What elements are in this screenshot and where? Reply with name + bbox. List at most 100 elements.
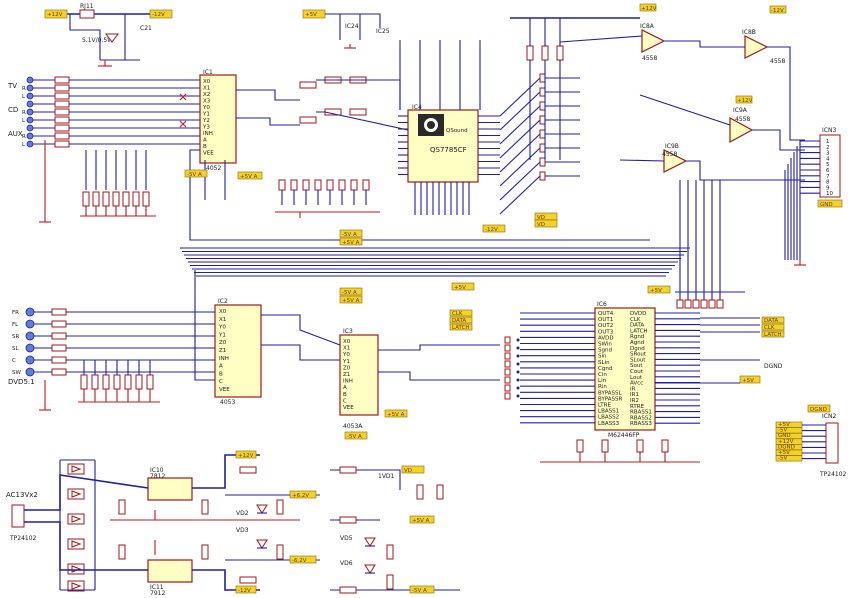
mid-tag: +5V A — [342, 298, 360, 304]
ic1-ref: IC1 — [203, 69, 213, 76]
dvd-jack-label: SW — [12, 370, 21, 376]
resistor — [676, 299, 684, 309]
top-power-rail: +12V -12V RJ11 C21 5.1V/0.5W — [44, 3, 173, 67]
ps-tag-7: VD — [404, 468, 412, 474]
resistor — [54, 124, 70, 132]
dvd-input-jack — [25, 331, 35, 341]
dvd-jack-label: SR — [12, 334, 19, 340]
reg-7812 — [147, 477, 193, 501]
ic2-pin: X0 — [219, 309, 227, 315]
mid-tag: -12V — [485, 227, 498, 233]
opamp-9a — [729, 116, 754, 144]
capacitor — [416, 484, 424, 500]
ic1-pin: X1 — [203, 86, 210, 92]
dvd-jack-label: SL — [12, 346, 19, 352]
ic6-left-pin: Cin — [598, 372, 607, 378]
resistor — [102, 374, 110, 390]
ic6-right-pin: Lout — [630, 375, 643, 381]
top-center-rail: +5V IC24 IC25 — [302, 9, 481, 110]
resistor — [716, 299, 724, 309]
op9b-part: 4558 — [662, 151, 677, 158]
ic6-right-pin: RBASS1 — [630, 410, 652, 416]
opamp-8b — [744, 35, 769, 59]
op9a-part: 4558 — [735, 116, 750, 123]
ps-tag-5: +5V A — [412, 518, 430, 524]
dvd-label: DVD5.1 — [8, 378, 35, 386]
icn2-tag: -5V — [778, 428, 787, 434]
resistor — [239, 576, 257, 584]
dvd-jack-label: FL — [12, 322, 19, 328]
ic2-pin: Y1 — [218, 332, 226, 338]
resistor — [54, 108, 70, 116]
capacitor — [362, 179, 370, 191]
capacitor — [314, 179, 322, 191]
icn2-label: ICN2 — [822, 413, 836, 420]
ic3-tag: +5V A — [387, 412, 405, 418]
rail-tag-top-mid — [149, 9, 173, 19]
qs-part: QS7785CF — [430, 146, 467, 154]
icn3-label: ICN3 — [822, 127, 836, 134]
icn2-top-tag: DGND — [810, 407, 827, 413]
resistor — [700, 299, 708, 309]
capacitor — [302, 179, 310, 191]
mid-tag: VD — [537, 215, 545, 221]
capacitor — [504, 392, 511, 400]
capacitor — [539, 73, 546, 83]
resistor — [146, 374, 154, 390]
op9a-ref: IC9A — [733, 107, 748, 114]
zener-diode — [364, 564, 376, 574]
zener-diode — [256, 504, 268, 514]
op8a-ref: IC8A — [640, 23, 655, 30]
jack-lr-label: L — [22, 118, 26, 124]
ic6-part: M62446FP — [608, 432, 640, 439]
ic6-right-pin: Dgnd — [630, 346, 645, 352]
ic24-label: IC24 — [345, 23, 359, 30]
ic6-left-pin: Sin — [598, 354, 607, 360]
icn3-tag: GND — [820, 202, 833, 208]
capacitor — [201, 544, 209, 560]
capacitor — [504, 376, 511, 384]
input-jack — [26, 100, 34, 108]
op-rail-2: -12V — [771, 8, 784, 14]
op8b-ref: IC8B — [742, 29, 756, 36]
dvd-input-jack — [25, 319, 35, 329]
ic3-pin: Z0 — [343, 365, 351, 371]
capacitor — [201, 499, 209, 515]
ic2-pin: INH — [219, 356, 229, 362]
bus-tag: +5V — [650, 288, 662, 294]
ic6-right-pin: CLK — [630, 317, 641, 323]
capacitor — [539, 143, 546, 153]
resistor — [135, 374, 143, 390]
capacitor — [504, 352, 511, 360]
capacitor — [539, 115, 546, 125]
rdata-tag: LATCH — [764, 332, 782, 338]
icn3-pin: 10 — [826, 191, 833, 197]
dvd-input-jack — [25, 367, 35, 377]
capacitor — [118, 499, 126, 515]
dvd-jack-label: FR — [12, 310, 19, 316]
ic6-left-pin: OUT1 — [598, 317, 613, 323]
ic6-left-pin: LBASS3 — [598, 421, 620, 427]
ic6-left-pin: BYPASSL — [598, 390, 623, 396]
opamp-8a — [641, 29, 666, 53]
resistor — [556, 45, 564, 61]
resistor — [54, 76, 70, 84]
dvd-input-jack — [25, 343, 35, 353]
ic6-right-pin: SLout — [630, 357, 646, 363]
resistor — [708, 299, 716, 309]
input-tv-label: TV — [7, 82, 17, 90]
jack-lr-label: L — [22, 142, 26, 148]
resistor — [91, 374, 99, 390]
icn3-pin: 8 — [826, 180, 830, 186]
jack-lr-label: L — [22, 94, 26, 100]
ic6-right-pin: Agnd — [630, 340, 644, 346]
resistor — [51, 308, 67, 316]
power-supply: AC13Vx2 TP24102 IC10 7812 IC11 7912 +12V… — [6, 450, 460, 597]
ic2-pin: X1 — [219, 317, 226, 323]
ic6-right-pin: SRout — [630, 352, 647, 358]
mid-tag: -5V A — [342, 232, 357, 238]
capacitor — [350, 179, 358, 191]
ic6-left-pin: OUT2 — [598, 323, 613, 329]
